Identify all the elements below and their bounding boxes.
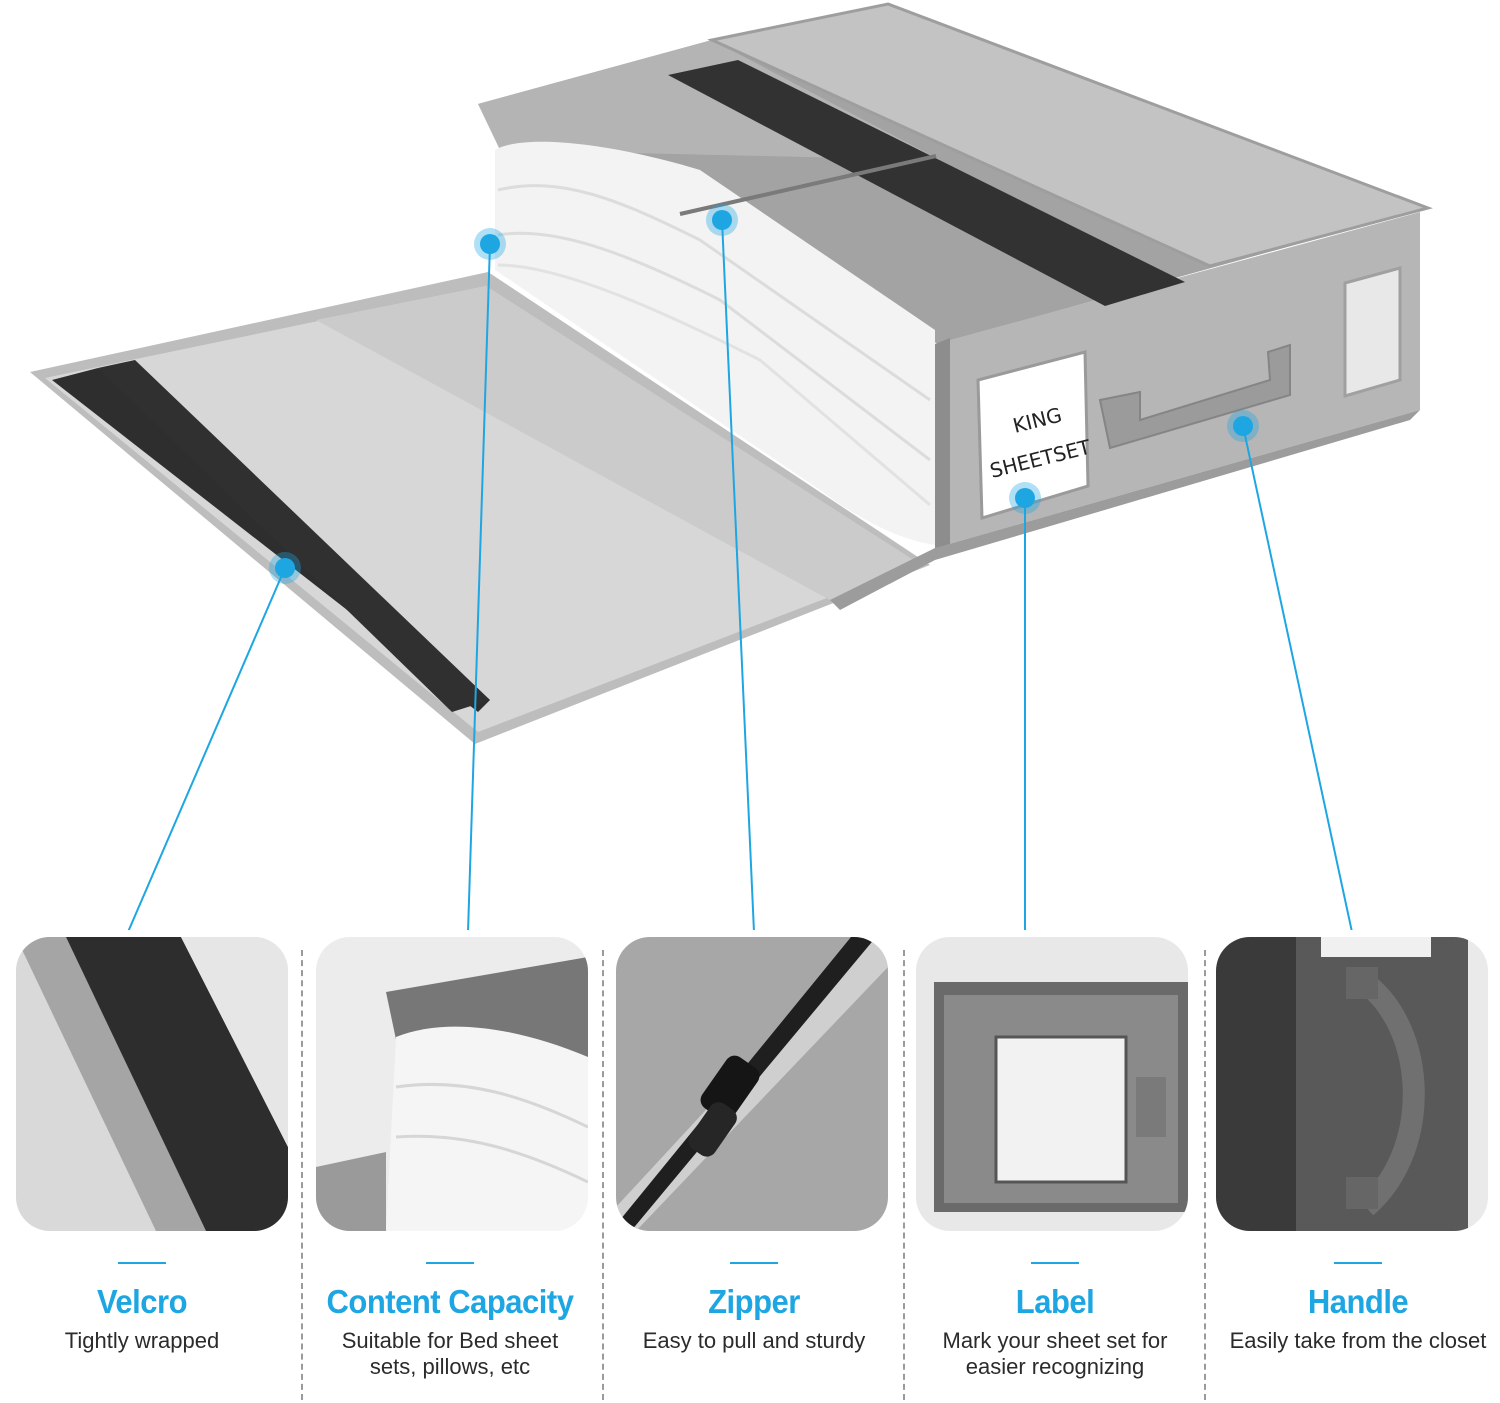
feature-title: Velcro <box>96 1282 188 1321</box>
feature-description: Mark your sheet set for easier recognizi… <box>942 1328 1168 1379</box>
handle-detail-image <box>1216 937 1488 1231</box>
column-divider <box>602 950 604 1400</box>
feature-zipper: Zipper Easy to pull and sturdy <box>604 1262 904 1354</box>
velcro-detail-image <box>16 937 288 1231</box>
feature-description: Tightly wrapped <box>64 1328 220 1353</box>
feature-velcro: Velcro Tightly wrapped <box>0 1262 292 1354</box>
folded-sheets <box>495 141 935 545</box>
feature-title: Handle <box>1307 1282 1409 1321</box>
column-divider <box>1204 950 1206 1400</box>
callout-lines <box>127 219 1353 930</box>
feature-handle: Handle Easily take from the closet <box>1208 1262 1500 1354</box>
feature-description: Easy to pull and sturdy <box>642 1328 866 1353</box>
column-divider <box>903 950 905 1400</box>
capacity-detail-image <box>316 937 588 1231</box>
feature-description: Easily take from the closet <box>1229 1328 1487 1353</box>
feature-content-capacity: Content Capacity Suitable for Bed sheet … <box>300 1262 600 1380</box>
product-hero-illustration: KING SHEETSET <box>30 2 1433 930</box>
feature-title: Content Capacity <box>326 1282 574 1321</box>
feature-label: Label Mark your sheet set for easier rec… <box>905 1262 1205 1380</box>
feature-title: Label <box>1015 1282 1095 1321</box>
accent-line <box>426 1262 474 1264</box>
accent-line <box>1031 1262 1079 1264</box>
zipper-detail-image <box>616 937 888 1231</box>
label-detail-image <box>916 937 1188 1231</box>
accent-line <box>730 1262 778 1264</box>
callout-dots <box>269 204 1259 584</box>
column-divider <box>301 950 303 1400</box>
feature-description: Suitable for Bed sheet sets, pillows, et… <box>341 1328 559 1379</box>
feature-title: Zipper <box>708 1282 800 1321</box>
accent-line <box>1334 1262 1382 1264</box>
storage-box: KING SHEETSET <box>478 2 1433 610</box>
accent-line <box>118 1262 166 1264</box>
